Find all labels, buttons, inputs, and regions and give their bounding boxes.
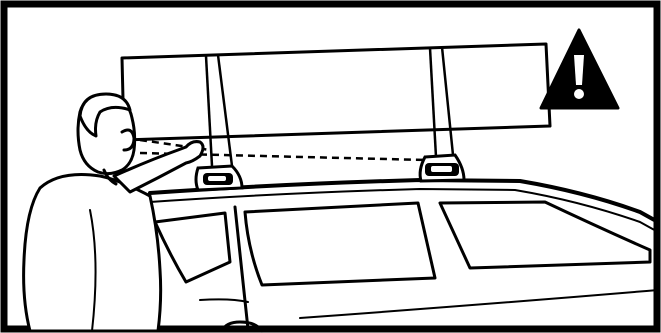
roof-rack-foot-left (196, 166, 242, 190)
roof-rack-foot-right (420, 155, 464, 181)
person-ear (122, 130, 134, 150)
person-torso (24, 175, 161, 332)
